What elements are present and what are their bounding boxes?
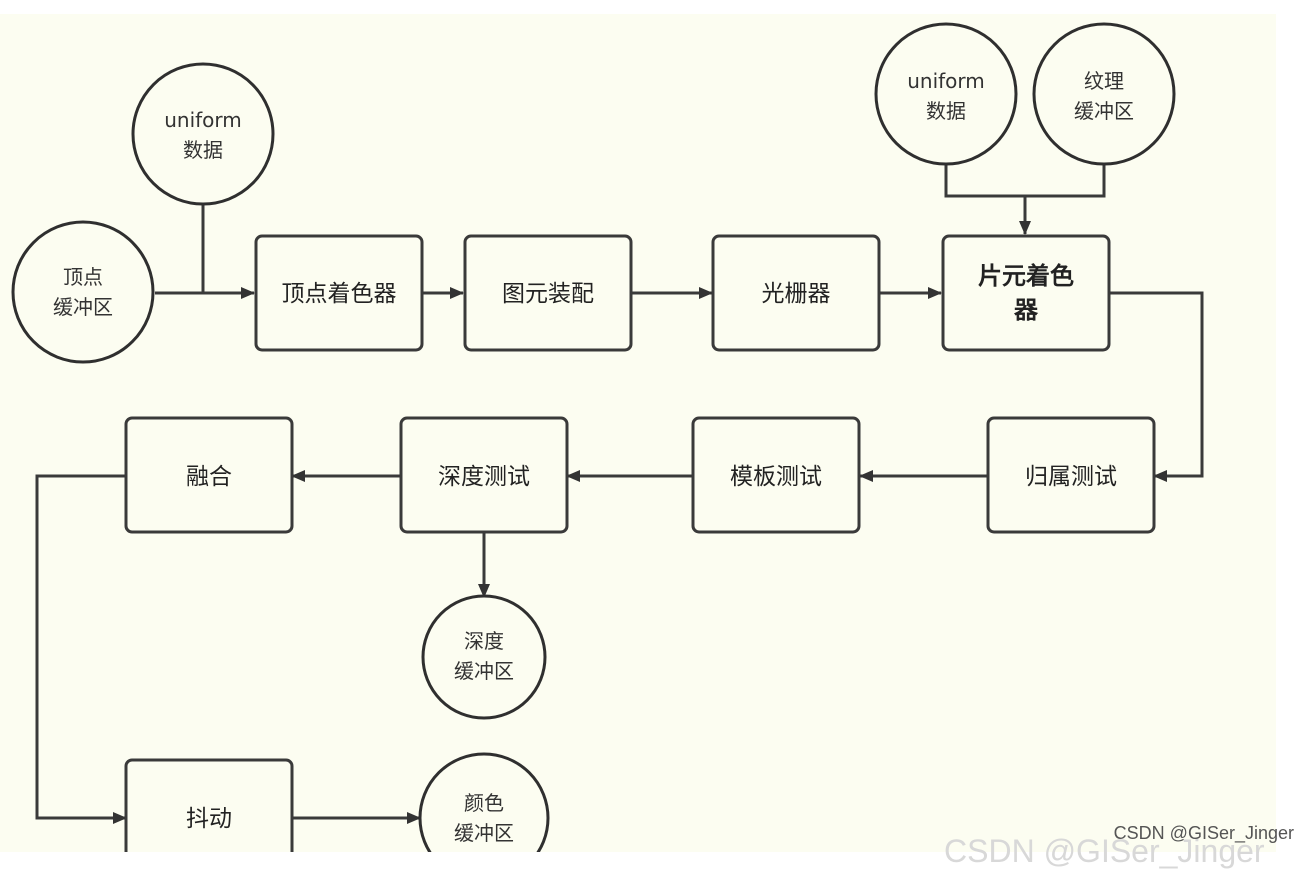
step-label: 光栅器: [762, 281, 831, 307]
primitive-assembly-step: 图元装配: [463, 234, 633, 352]
node-label-line: 数据: [926, 99, 966, 123]
node-label-line: 缓冲区: [454, 821, 514, 845]
node-label-line: 颜色: [464, 791, 504, 815]
node-label-line: uniform: [907, 69, 985, 93]
node-label-line: 纹理: [1084, 69, 1124, 93]
step-label: 融合: [186, 464, 232, 490]
connectors: [35, 160, 1204, 824]
rasterizer-step: 光栅器: [711, 234, 881, 352]
node-label-line: 缓冲区: [53, 295, 113, 319]
step-label: 抖动: [186, 806, 232, 832]
connector-uniform-right-to-fragment: [944, 160, 1106, 198]
stencil-test-step: 模板测试: [691, 416, 861, 534]
vertex-shader-step: 顶点着色器: [254, 234, 424, 352]
uniform-data-node-right: uniform 数据: [874, 22, 1018, 166]
step-label: 深度测试: [438, 464, 530, 490]
texture-buffer-node: 纹理 缓冲区: [1032, 22, 1176, 166]
watermark-text: CSDN @GISer_Jinger: [1113, 823, 1294, 843]
depth-test-step: 深度测试: [399, 416, 569, 534]
node-label-line: 缓冲区: [454, 659, 514, 683]
step-label: 片元着色: [978, 262, 1074, 290]
node-label-line: 深度: [464, 629, 504, 653]
step-label: 模板测试: [730, 464, 822, 490]
step-label: 归属测试: [1025, 464, 1117, 490]
color-buffer-node: 颜色 缓冲区: [418, 752, 550, 852]
dithering-step: 抖动: [124, 758, 294, 852]
node-label-line: 顶点: [63, 265, 103, 289]
step-label: 顶点着色器: [282, 281, 397, 307]
node-label-line: 数据: [183, 138, 223, 162]
connector-blending-to-dithering: [35, 474, 127, 824]
depth-buffer-node: 深度 缓冲区: [421, 594, 547, 720]
connector-fragment-shader-to-ownership-test: [1109, 291, 1204, 482]
ownership-test-step: 归属测试: [986, 416, 1156, 534]
uniform-data-node-left: uniform 数据: [131, 62, 275, 206]
vertex-buffer-node: 顶点 缓冲区: [11, 220, 155, 364]
step-label: 图元装配: [502, 281, 594, 307]
fragment-shader-step: 片元着色 器: [941, 234, 1111, 352]
blending-step: 融合: [124, 416, 294, 534]
step-label: 器: [1013, 296, 1039, 324]
rendering-pipeline-diagram: uniform 数据 顶点 缓冲区 uniform 数据 纹理 缓冲区 深度 缓…: [11, 22, 1204, 852]
node-label-line: 缓冲区: [1074, 99, 1134, 123]
node-label-line: uniform: [164, 108, 242, 132]
